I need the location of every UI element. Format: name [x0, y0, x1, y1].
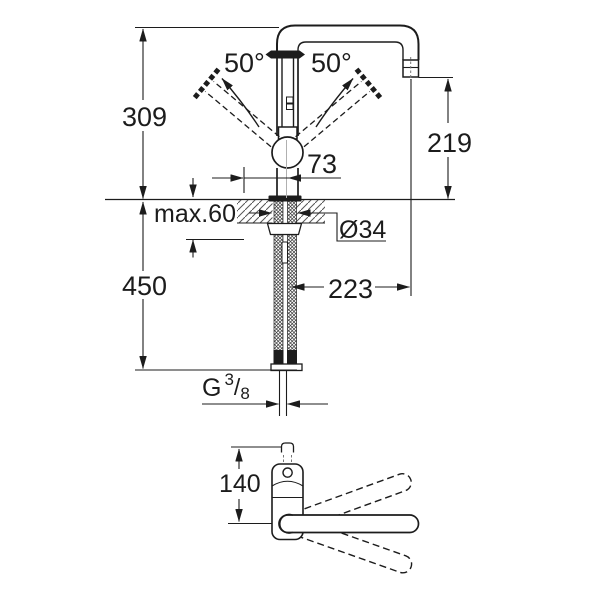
label-lever-offset-73: 73	[307, 149, 337, 179]
plan-spout	[278, 514, 420, 534]
supply-hoses	[266, 197, 303, 416]
plan-lever-pivot	[282, 467, 293, 478]
base-flange	[268, 195, 302, 202]
label-swing-angle-left: 50°	[224, 48, 265, 78]
ball-joint	[271, 136, 304, 169]
deck-hatch-right	[296, 200, 325, 223]
swing-arrow-left	[221, 78, 260, 128]
counter-deck	[105, 26, 455, 224]
mounting-nut	[266, 222, 303, 236]
label-hole-diameter: Ø34	[339, 216, 386, 244]
lever-knob	[265, 50, 305, 59]
mounting-stud	[281, 241, 288, 264]
dimension-labels: 50° 50° 309 219 73 max.60 Ø34 450 223 14…	[122, 48, 472, 498]
plan-view	[228, 442, 420, 574]
label-outlet-height-219: 219	[427, 128, 472, 158]
spout-outer	[276, 24, 420, 60]
dimension-lines	[135, 28, 453, 408]
deck-hatch-left	[237, 200, 273, 223]
hose-end-right	[287, 350, 297, 364]
lever-swing-indicators	[192, 67, 383, 148]
front-view	[105, 24, 455, 416]
faucet-body	[265, 24, 420, 202]
plan-spout-hub	[279, 513, 294, 534]
label-height-309: 309	[122, 102, 167, 132]
swing-arrow-right	[315, 78, 354, 128]
label-swing-angle-right: 50°	[311, 48, 352, 78]
hose-end-left	[273, 350, 284, 364]
label-plan-depth-140: 140	[219, 470, 261, 498]
plan-lever-tab	[280, 442, 295, 453]
label-hose-drop-450: 450	[122, 271, 167, 301]
label-max-deck-thickness: max.60	[154, 200, 236, 228]
spout-inner	[297, 41, 404, 60]
label-spout-reach-223: 223	[328, 274, 373, 304]
